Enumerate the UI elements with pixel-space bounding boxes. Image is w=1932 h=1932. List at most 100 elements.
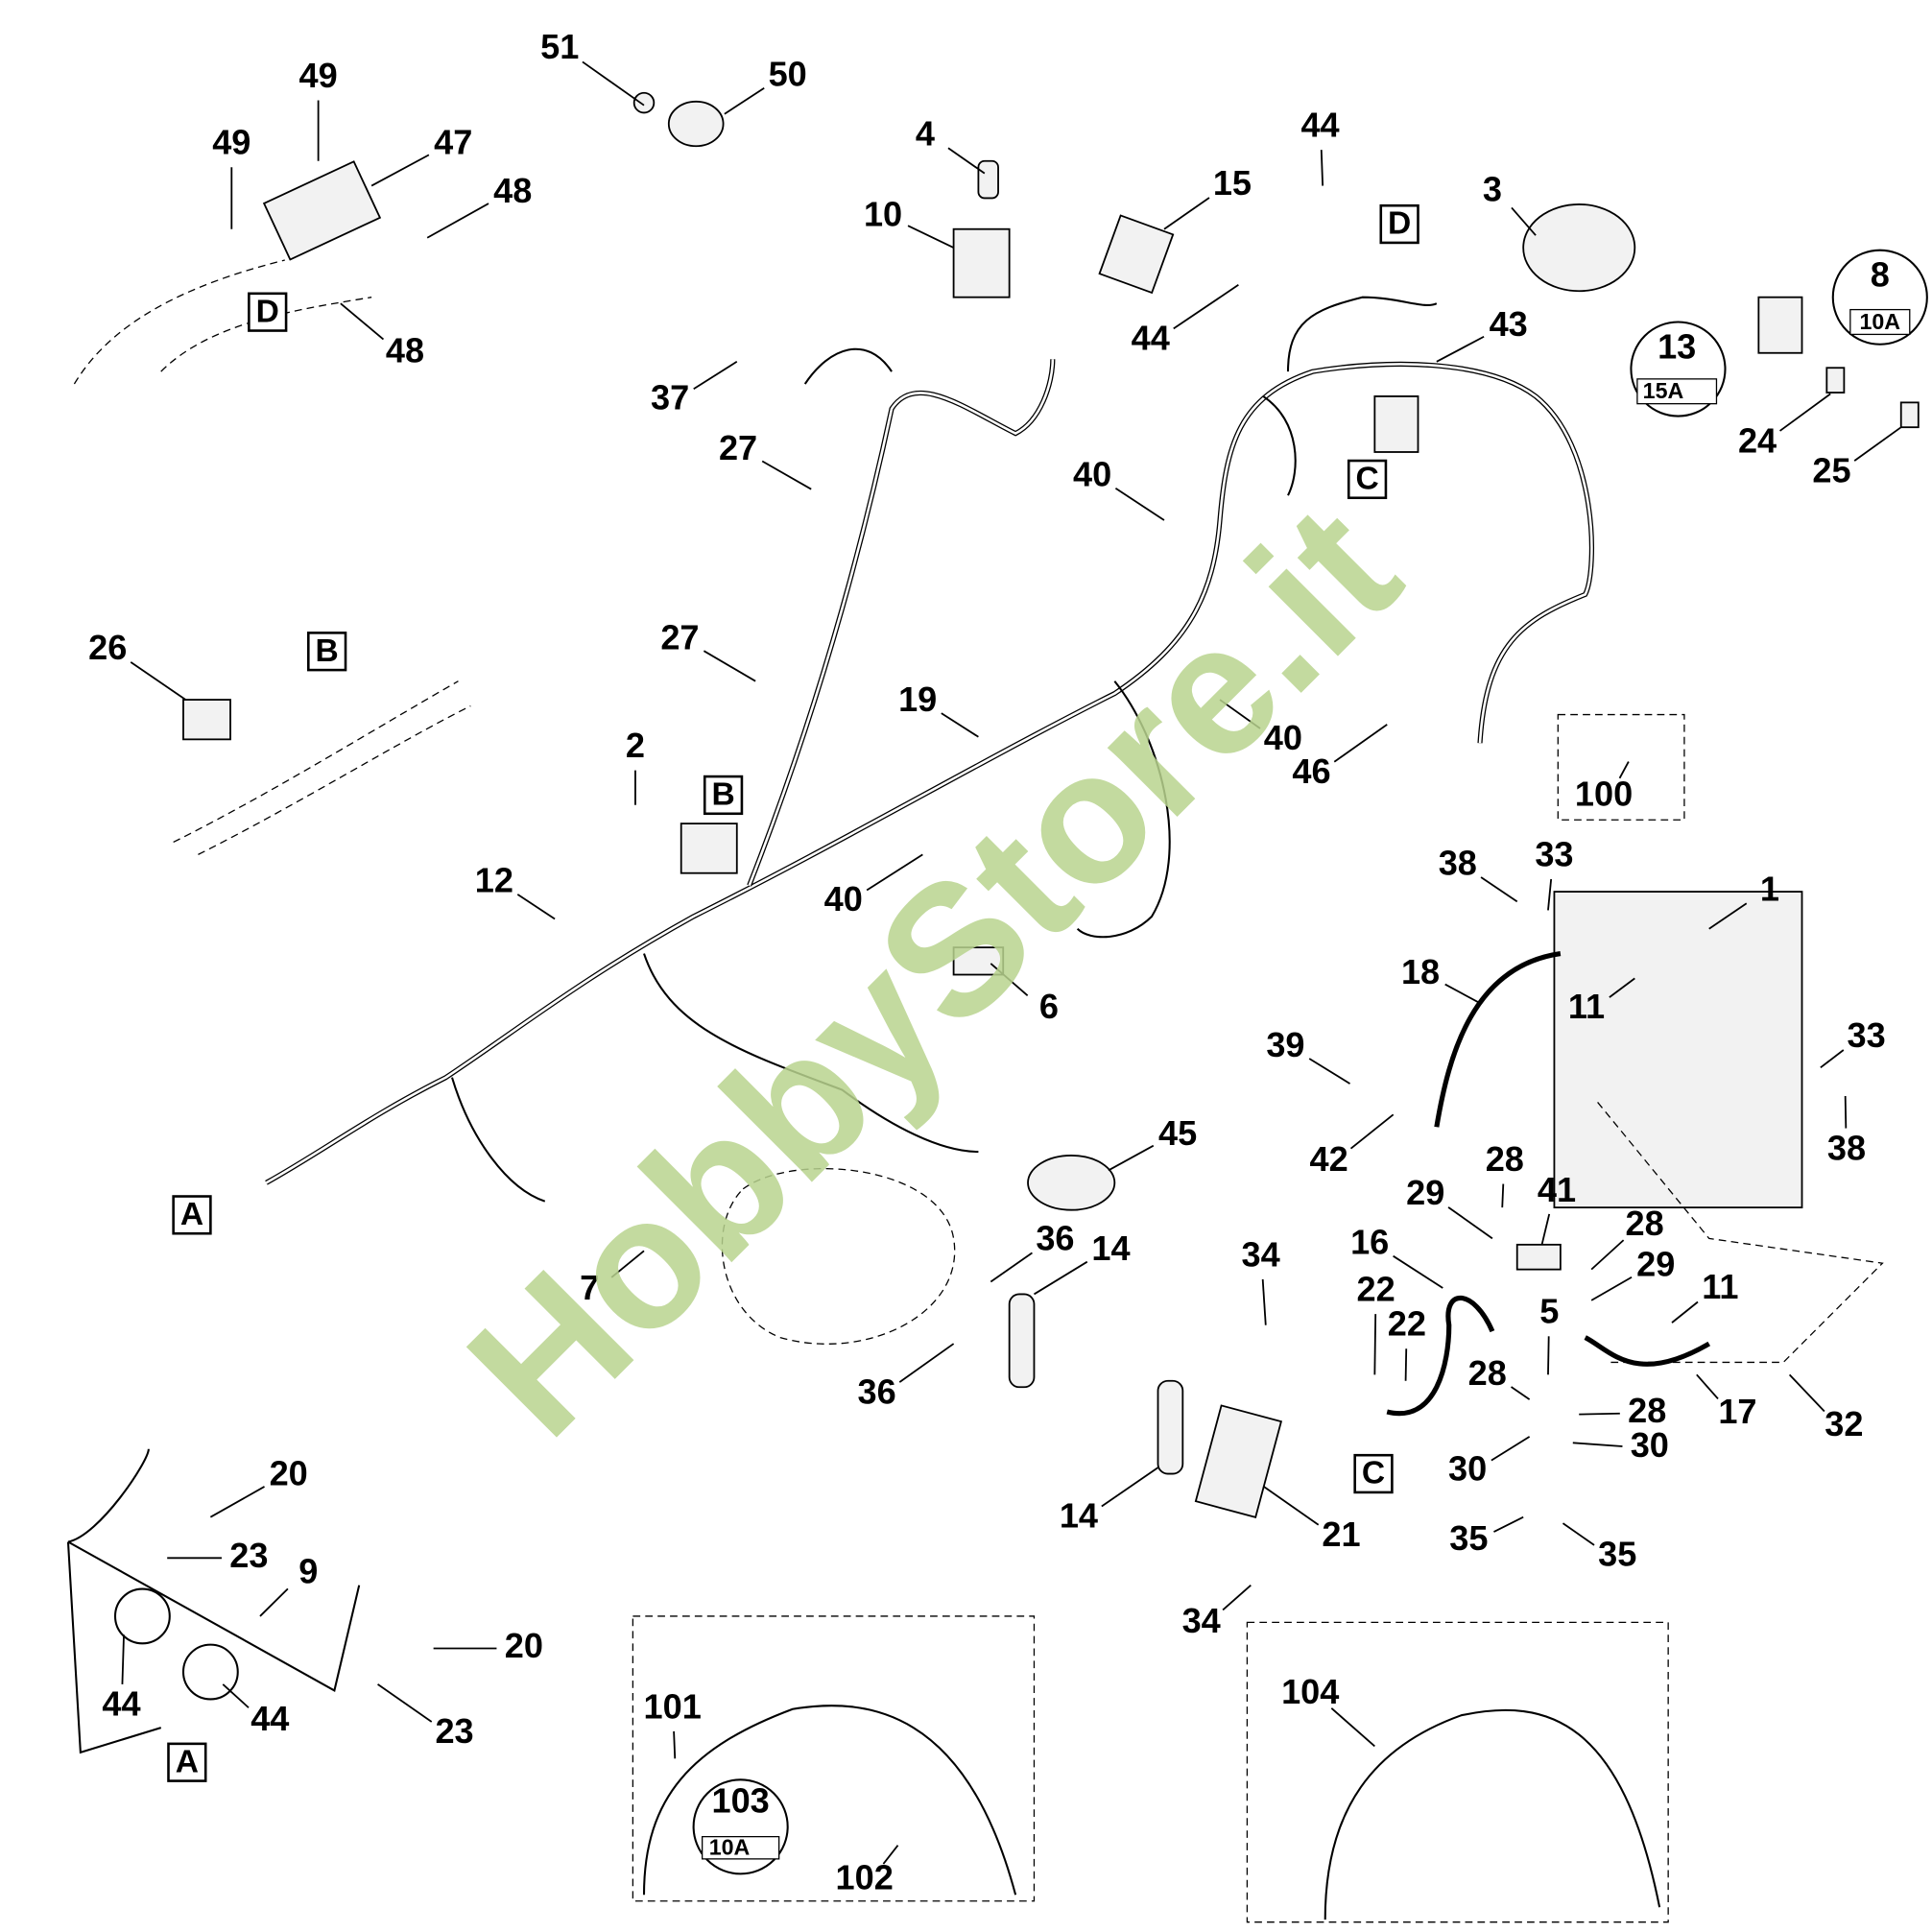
part-number-label: 44: [1132, 318, 1170, 357]
hour-meter-50: [667, 100, 725, 148]
leader-line: [990, 963, 1029, 996]
part-number-label: 1: [1760, 870, 1779, 909]
leader-line: [1671, 1300, 1699, 1324]
leader-line: [1330, 1707, 1375, 1748]
leader-line: [1540, 1213, 1551, 1246]
part-number-label: 20: [505, 1626, 543, 1665]
part-number-label: 12: [475, 861, 513, 900]
fuse-holder: [1757, 296, 1803, 354]
part-number-label: 5: [1539, 1292, 1559, 1331]
fuse-rating-8: 10A: [1859, 309, 1900, 334]
inset-harness-101: [642, 1705, 1017, 1896]
part-number-label: 20: [270, 1454, 308, 1493]
reference-letter: D: [256, 294, 279, 329]
part-number-label: 51: [540, 27, 579, 66]
leader-line: [703, 650, 756, 682]
part-number-label: 21: [1322, 1515, 1360, 1554]
leader-line: [990, 1252, 1033, 1283]
leader-line: [1853, 426, 1902, 462]
ghost-frame: [1597, 1102, 1884, 1364]
reference-box: [1353, 1453, 1394, 1494]
part-number-label: 35: [1449, 1518, 1488, 1558]
connector-c: [1373, 395, 1419, 453]
control-module-47: [262, 160, 382, 261]
leader-line: [1547, 878, 1553, 911]
cable-18: [1434, 951, 1562, 1128]
bracket-14b: [1157, 1379, 1184, 1475]
leader-line: [947, 147, 986, 175]
part-number-label: 6: [1039, 987, 1059, 1026]
fuse-callout-8: [1831, 249, 1928, 346]
battery-1: [1553, 891, 1803, 1209]
inset-harness-104: [1324, 1708, 1661, 1920]
reference-box: [1347, 459, 1388, 500]
bracket-14: [1008, 1293, 1036, 1389]
fuse-callout-13: [1630, 321, 1727, 417]
part-number-label: 23: [229, 1536, 268, 1575]
part-number-label: 32: [1825, 1404, 1863, 1443]
leader-line: [259, 1587, 289, 1617]
buzzer-45: [1027, 1155, 1116, 1211]
buzzer-3: [1522, 203, 1636, 293]
leader-line: [1173, 284, 1239, 330]
leader-line: [1436, 335, 1485, 363]
leader-line: [1572, 1442, 1623, 1447]
cable-17: [1584, 1335, 1711, 1367]
part-number-label: 16: [1350, 1222, 1389, 1261]
leader-line: [1261, 1278, 1267, 1325]
part-number-label: 4: [916, 113, 935, 153]
leader-line: [1320, 150, 1324, 186]
part-number-label: 33: [1848, 1015, 1886, 1055]
leader-line: [1696, 1373, 1719, 1400]
relay-26: [182, 699, 231, 741]
part-number-label: 28: [1486, 1139, 1524, 1179]
leader-line: [1618, 761, 1630, 779]
part-number-label: 104: [1281, 1672, 1339, 1711]
main-harness: [265, 296, 1595, 1203]
part-number-label: 28: [1468, 1353, 1507, 1393]
fuse-callout-103: [692, 1778, 789, 1875]
fuse-box-13: [1636, 378, 1718, 405]
clip-44b: [181, 1643, 239, 1701]
leader-line: [673, 1730, 677, 1759]
leader-line: [1547, 1336, 1550, 1375]
part-number-label: 48: [386, 330, 424, 370]
part-number-label: 41: [1538, 1170, 1576, 1209]
fuse-box-103: [702, 1835, 780, 1860]
part-number-label: 24: [1738, 421, 1777, 461]
part-number-label: 40: [1073, 454, 1111, 493]
leader-line: [898, 1343, 955, 1383]
reference-box: [248, 292, 288, 332]
part-number-label: 40: [824, 879, 863, 918]
reference-letter: A: [176, 1744, 199, 1779]
part-number-label: 14: [1060, 1496, 1098, 1536]
part-number-label: 48: [493, 171, 532, 210]
reference-letter: D: [1388, 206, 1411, 242]
part-number-label: 42: [1309, 1139, 1348, 1179]
pulley-ghost: [721, 1168, 956, 1345]
part-number-label: 29: [1406, 1173, 1444, 1212]
leader-line: [1493, 1515, 1524, 1533]
leader-line: [377, 1683, 433, 1723]
leader-line: [761, 460, 812, 490]
switch-15: [1098, 214, 1175, 295]
reference-box: [703, 775, 744, 816]
reference-letter: A: [180, 1197, 203, 1232]
leader-line: [1511, 1386, 1531, 1400]
leader-line: [941, 712, 979, 738]
inset-104: [1246, 1621, 1669, 1923]
part-number-label: 10: [864, 194, 902, 233]
ghost-lines-b: [173, 680, 471, 855]
leader-line: [1788, 1373, 1825, 1413]
part-number-label: 18: [1401, 952, 1440, 991]
part-number-label: 101: [644, 1686, 702, 1726]
part-number-label: 46: [1292, 751, 1330, 791]
part-number-label: 40: [1264, 718, 1302, 757]
part-number-label: 38: [1827, 1128, 1866, 1167]
leader-line: [1114, 488, 1165, 521]
part-number-label: 17: [1718, 1392, 1756, 1431]
ghost-lines: [73, 259, 372, 385]
switch-6: [952, 946, 1005, 976]
part-number-label: 44: [250, 1699, 289, 1738]
